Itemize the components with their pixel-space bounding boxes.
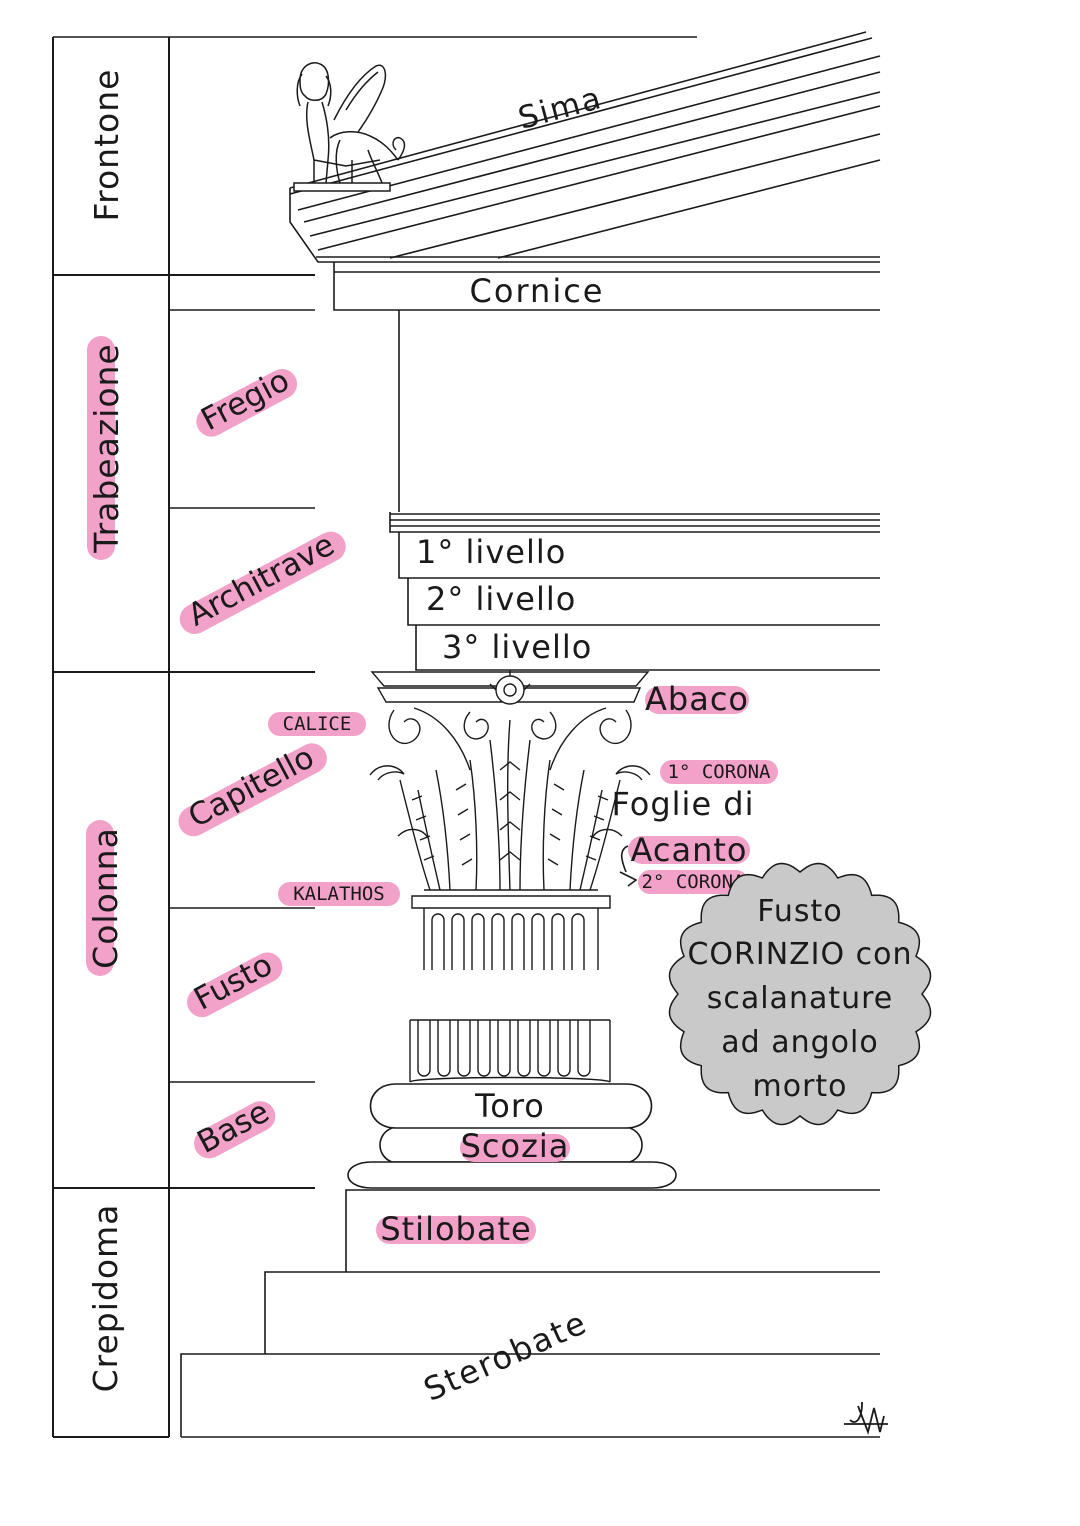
label-corona-2: 2° CORONA <box>642 871 746 893</box>
highlight-calice <box>268 712 366 736</box>
highlight-corona-1 <box>660 760 778 784</box>
highlight-scozia <box>460 1134 570 1162</box>
badge-line-2: CORINZIO con <box>687 937 912 972</box>
label-calice: CALICE <box>283 713 352 735</box>
label-sterobate: Sterobate <box>418 1303 593 1409</box>
highlight-corona-2 <box>638 870 748 894</box>
section-colonna: Colonna <box>86 820 125 976</box>
section-crepidoma: Crepidoma <box>86 1204 125 1393</box>
subsection-fusto: Fusto <box>187 947 283 1018</box>
highlight-fusto <box>187 952 283 1018</box>
highlight-architrave <box>179 531 346 634</box>
label-livello-3: 3° livello <box>442 628 592 666</box>
label-cornice: Cornice <box>470 272 605 310</box>
highlight-fregio <box>196 369 298 437</box>
fusto-corinzio-badge: Fusto CORINZIO con scalanature ad angolo… <box>668 862 932 1126</box>
subsection-label-fusto: Fusto <box>188 947 278 1018</box>
fregio-block <box>389 310 880 533</box>
section-label-crepidoma: Crepidoma <box>86 1204 125 1393</box>
section-label-frontone: Frontone <box>87 69 126 222</box>
highlight-trabeazione <box>87 336 115 560</box>
shaft-lower <box>409 1019 611 1083</box>
highlight-abaco <box>645 686 749 714</box>
highlight-acanto <box>628 836 750 864</box>
section-frontone: Frontone <box>87 69 126 222</box>
highlight-capitello <box>178 743 327 837</box>
label-livello-2: 2° livello <box>426 580 576 618</box>
badge-shape <box>668 862 932 1126</box>
label-livello-1: 1° livello <box>416 533 566 571</box>
shaft-upper <box>423 908 599 970</box>
badge-line-5: morto <box>752 1069 847 1104</box>
badge-line-1: Fusto <box>757 894 842 929</box>
subsection-fregio: Fregio <box>195 362 298 438</box>
highlight-colonna <box>86 820 114 976</box>
subsection-label-architrave: Architrave <box>182 527 340 634</box>
sphinx-acroterion-icon <box>293 62 406 192</box>
cornice <box>333 262 880 311</box>
subsection-label-capitello: Capitello <box>183 739 320 835</box>
label-toro: Toro <box>474 1087 545 1125</box>
subsection-base: Base <box>192 1094 276 1161</box>
label-stilobate: Stilobate <box>380 1210 531 1248</box>
label-sima: Sima <box>514 80 606 137</box>
label-scozia: Scozia <box>461 1127 570 1165</box>
label-corona-1: 1° CORONA <box>668 761 772 783</box>
subsection-architrave: Architrave <box>179 527 346 634</box>
badge-line-3: scalanature <box>707 981 894 1016</box>
subsection-capitello: Capitello <box>178 739 327 837</box>
signature-mark: JM <box>844 1402 888 1438</box>
label-acanto: Acanto <box>631 831 748 869</box>
highlight-stilobate <box>376 1216 536 1244</box>
highlight-base <box>194 1101 276 1159</box>
arrow-corona-2 <box>619 845 638 887</box>
label-abaco: Abaco <box>645 680 749 718</box>
left-table <box>52 36 697 1438</box>
highlight-kalathos <box>278 882 400 906</box>
section-trabeazione: Trabeazione <box>87 336 126 560</box>
corinthian-capital-icon <box>369 670 651 909</box>
label-foglie-di: Foglie di <box>612 785 755 823</box>
subsection-label-fregio: Fregio <box>195 362 295 438</box>
section-label-colonna: Colonna <box>86 827 125 969</box>
crepidoma-steps <box>180 1189 880 1438</box>
signature-text: JM <box>851 1413 878 1438</box>
subsection-label-base: Base <box>192 1094 276 1161</box>
pediment <box>289 31 881 263</box>
section-label-trabeazione: Trabeazione <box>87 343 126 553</box>
label-kalathos: KALATHOS <box>293 883 385 905</box>
badge-line-4: ad angolo <box>721 1025 878 1060</box>
architrave-levels <box>398 532 880 671</box>
